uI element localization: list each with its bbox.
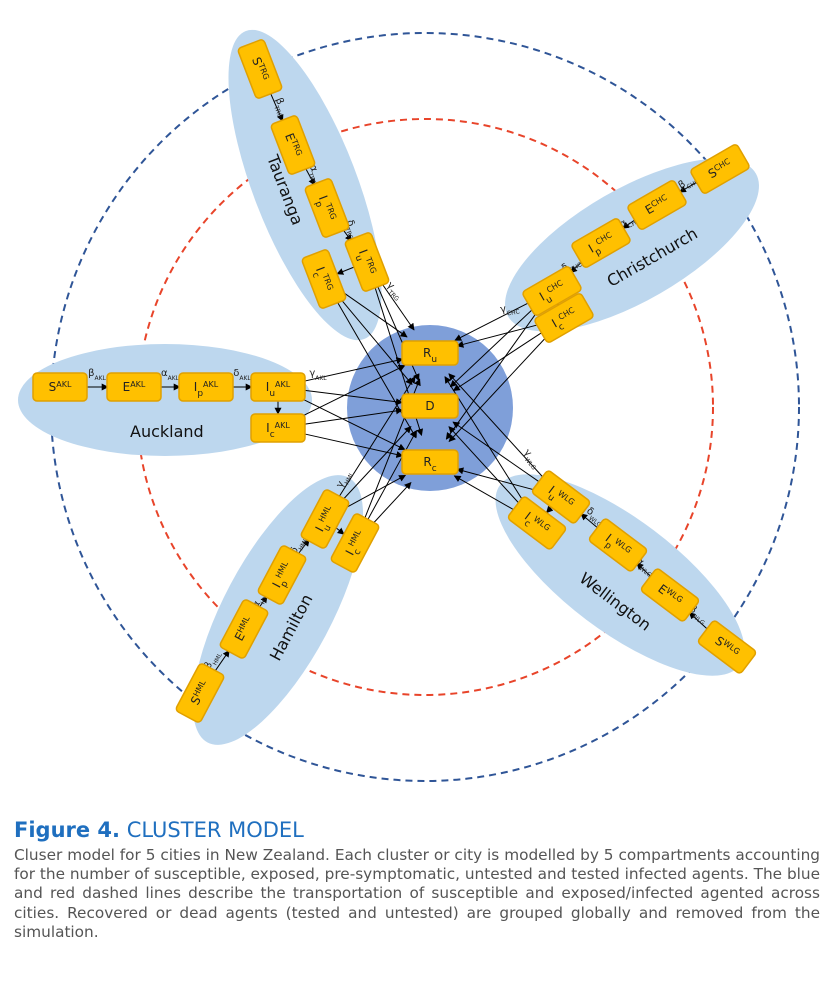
node-Ic-chc: IcCHC	[534, 293, 594, 343]
arrow-ic-d-chc	[452, 329, 546, 392]
arrow-ic-ru-akl	[297, 364, 406, 419]
arrow-ip-iu-chc	[570, 260, 583, 274]
node-Ic-trg: IcTRG	[301, 249, 347, 309]
node-Ic-wlg: IcWLG	[507, 496, 567, 550]
node-E-chc: ECHC	[627, 180, 687, 230]
node-Iu-hml: IuHML	[300, 489, 350, 549]
rate-akl-2: δAKL	[233, 368, 251, 382]
arrow-ic-rc-hml	[369, 482, 412, 528]
arrow-s-e-chc	[678, 181, 698, 193]
arrow-iu-ru-akl	[299, 357, 404, 383]
arrow-e-ip-trg	[304, 167, 316, 186]
node-E-akl: EAKL	[106, 372, 162, 402]
arrow-iu-d-chc	[449, 305, 537, 388]
arrow-iu-d-hml	[339, 425, 412, 504]
svg-text:IpAKL: IpAKL	[194, 380, 219, 400]
hub-node-D: D	[401, 393, 459, 419]
node-Ip-wlg: IpWLG	[588, 518, 648, 572]
arrow-ip-iu-hml	[297, 539, 310, 555]
node-Ip-hml: IpHML	[257, 545, 307, 605]
node-E-hml: EHML	[219, 599, 269, 659]
rate-wlg-3: γWLG	[519, 447, 542, 471]
arrow-ic-d-trg	[337, 295, 413, 386]
arrow-ic-ru-trg	[341, 291, 408, 338]
rate-akl-3: γAKL	[309, 368, 327, 382]
node-Ip-akl: IpAKL	[178, 372, 234, 402]
compartment-nodes: RuD Rc SAKL EAKL IpAKL IuAKL IcAKL STRG ETRGIpTR…	[32, 39, 757, 723]
arrow-iu-rc-akl	[297, 396, 406, 451]
svg-text:SAKL: SAKL	[49, 380, 72, 395]
arrow-ic-rc-wlg	[453, 475, 519, 513]
arrow-ic-d-hml	[365, 429, 417, 524]
arrow-iu-ru-trg	[379, 279, 415, 331]
arrow-iu-ru-wlg	[448, 373, 547, 482]
figure-title-text: CLUSTER MODEL	[126, 818, 304, 842]
svg-text:EAKL: EAKL	[123, 380, 146, 395]
node-Iu-trg: IuTRG	[344, 232, 390, 292]
arrow-ic-ru-chc	[456, 323, 543, 348]
arrow-e-ip-hml	[258, 595, 268, 609]
arrow-s-e-hml	[214, 649, 230, 672]
arrow-iu-d-wlg	[452, 421, 544, 485]
figure-caption: Cluser model for 5 cities in New Zealand…	[14, 846, 821, 941]
hub-node-Ru: Ru	[401, 340, 459, 366]
node-E-wlg: EWLG	[640, 568, 700, 622]
arrow-iu-d-akl	[299, 389, 403, 406]
outer-transport-ring	[50, 32, 800, 782]
rate-trg-1: αTRG	[304, 163, 324, 186]
cluster-trg	[228, 29, 382, 341]
node-Iu-chc: IuCHC	[522, 266, 582, 316]
arrow-ip-iu-wlg	[580, 513, 599, 529]
arrow-e-ip-chc	[621, 219, 636, 229]
figure-title: Figure 4. CLUSTER MODEL	[14, 818, 820, 842]
rate-akl-0: βAKL	[88, 368, 106, 382]
cluster-wlg	[495, 474, 745, 676]
arrow-iu-ic-hml	[335, 527, 345, 535]
node-Ic-hml: IcHML	[330, 513, 380, 573]
arrow-ic-d-akl	[299, 407, 403, 426]
rate-akl-1: αAKL	[161, 368, 180, 382]
arrow-ic-rc-akl	[299, 432, 404, 458]
arrow-s-e-wlg	[688, 612, 709, 630]
node-Ip-chc: IpCHC	[571, 218, 631, 268]
rate-trg-2: δTRG	[342, 218, 361, 241]
node-E-trg: ETRG	[270, 115, 316, 175]
node-S-akl: SAKL	[32, 372, 88, 402]
node-Ic-akl: IcAKL	[250, 413, 306, 443]
arrow-s-e-trg	[269, 92, 284, 122]
svg-text:D: D	[425, 399, 434, 413]
arrow-iu-ru-chc	[454, 300, 533, 341]
arrow-ic-d-wlg	[448, 426, 523, 508]
node-S-wlg: SWLG	[697, 620, 757, 674]
rate-chc-3: γCHC	[499, 301, 520, 318]
arrow-iu-ic-trg	[336, 266, 355, 275]
figure-label: Figure 4.	[14, 818, 121, 842]
rate-trg-0: βTRG	[270, 96, 289, 119]
node-Iu-akl: IuAKL	[250, 372, 306, 402]
arrow-iu-ic-wlg	[546, 505, 554, 514]
svg-text:Rc: Rc	[423, 455, 436, 474]
node-S-trg: STRG	[237, 39, 283, 99]
node-Iu-wlg: IuWLG	[531, 470, 591, 524]
cluster-akl	[18, 344, 312, 456]
arrow-iu-rc-chc	[445, 308, 540, 440]
node-S-chc: SCHC	[690, 144, 750, 194]
svg-text:IuAKL: IuAKL	[266, 380, 291, 400]
city-name-akl: Auckland	[130, 422, 204, 441]
svg-text:Ru: Ru	[423, 346, 437, 365]
node-Ip-trg: IpTRG	[304, 178, 350, 238]
node-S-hml: SHML	[175, 663, 225, 723]
svg-text:IcAKL: IcAKL	[266, 421, 290, 441]
arrow-e-ip-wlg	[636, 562, 652, 578]
hub-node-Rc: Rc	[401, 449, 459, 475]
arrow-ic-rc-chc	[448, 333, 550, 443]
